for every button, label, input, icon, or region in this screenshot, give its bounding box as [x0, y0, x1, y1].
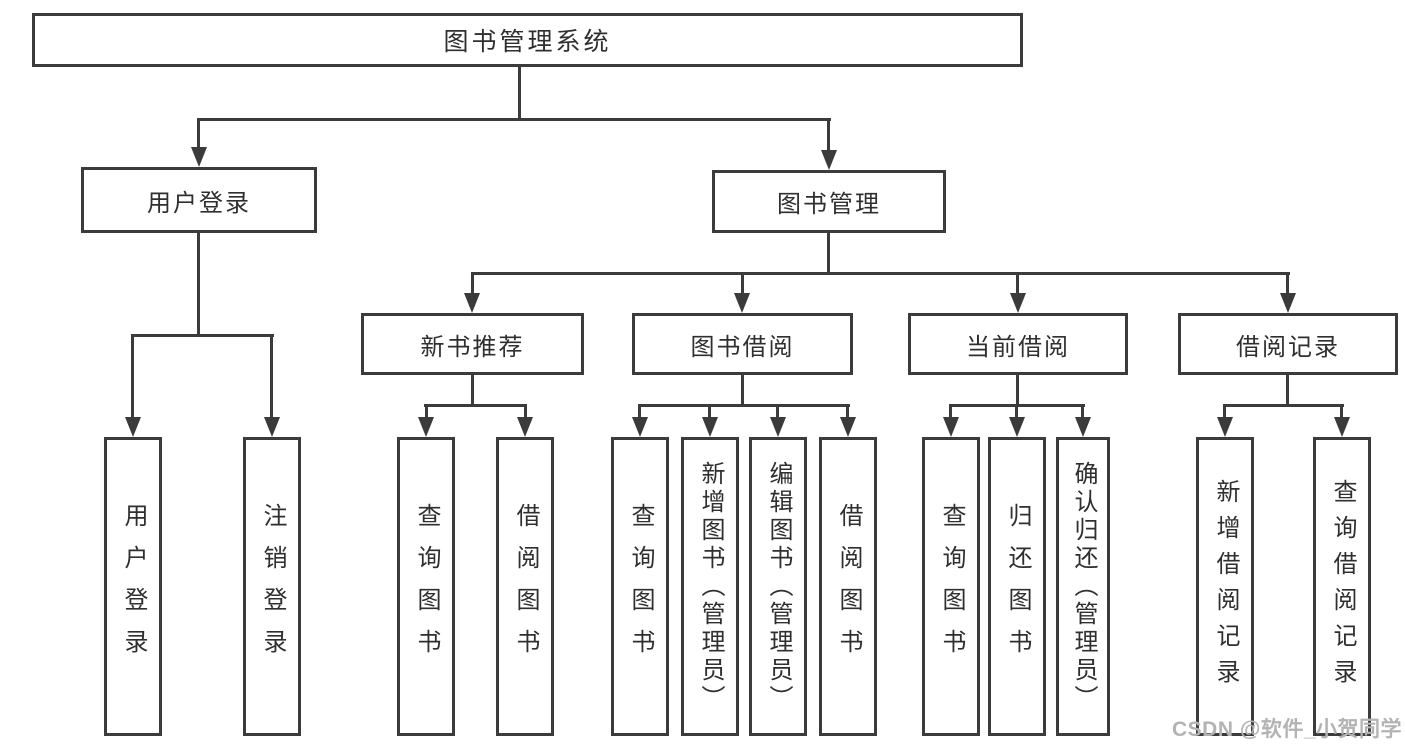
arrowhead-confirm-return-icon: [1075, 417, 1091, 437]
connector-book-borrow-branch: [638, 404, 850, 407]
leaf-borrow-books-borrowing-label: 借阅图书: [835, 502, 862, 671]
connector-shaft-add-book: [708, 404, 711, 417]
leaf-confirm-return-admin-label: 确认归还（管理员）: [1070, 460, 1097, 713]
arrowhead-book-mgmt-icon: [821, 150, 837, 170]
connector-shaft-query-record: [1340, 404, 1343, 417]
arrowhead-borrow-books-borrow-icon: [840, 417, 856, 437]
connector-shaft-user-login: [197, 118, 200, 147]
leaf-logout: 注销登录: [243, 437, 301, 736]
leaf-query-books-recommend-label: 查询图书: [413, 502, 440, 671]
arrowhead-query-books-rec-icon: [418, 417, 434, 437]
node-new-book-recommend-label: 新书推荐: [420, 333, 525, 361]
connector-current-borrow-stem: [1016, 375, 1019, 407]
leaf-query-books-recommend: 查询图书: [397, 437, 455, 736]
arrowhead-add-book-icon: [702, 417, 718, 437]
leaf-edit-book-admin-label: 编辑图书（管理员）: [765, 460, 792, 713]
leaf-borrow-books-borrowing: 借阅图书: [819, 437, 877, 736]
connector-borrow-records-branch: [1223, 404, 1344, 407]
connector-book-borrow-stem: [741, 375, 744, 407]
leaf-user-login-label: 用户登录: [120, 502, 147, 671]
node-current-borrowing: 当前借阅: [908, 313, 1128, 375]
leaf-add-book-admin: 新增图书（管理员）: [681, 437, 739, 736]
arrowhead-user-login-icon: [191, 147, 207, 167]
connector-shaft-new-book-rec: [471, 272, 474, 293]
connector-shaft-query-books-current: [949, 404, 952, 417]
leaf-confirm-return-admin: 确认归还（管理员）: [1056, 437, 1110, 736]
node-user-login-label: 用户登录: [147, 189, 251, 217]
node-current-borrowing-label: 当前借阅: [966, 333, 1070, 361]
connector-shaft-leaf-user-login: [131, 334, 134, 417]
connector-new-book-rec-branch: [424, 404, 527, 407]
arrowhead-borrow-books-rec-icon: [517, 417, 533, 437]
arrowhead-query-books-current-icon: [943, 417, 959, 437]
leaf-logout-label: 注销登录: [259, 502, 286, 671]
connector-shaft-query-books-borrow: [638, 404, 641, 417]
connector-shaft-borrow-records: [1286, 272, 1289, 293]
arrowhead-edit-book-icon: [770, 417, 786, 437]
connector-shaft-borrow-books-borrow: [846, 404, 849, 417]
leaf-query-books-borrowing: 查询图书: [611, 437, 669, 736]
leaf-borrow-books-recommend-label: 借阅图书: [512, 502, 539, 671]
arrowhead-query-books-borrow-icon: [632, 417, 648, 437]
leaf-return-book-label: 归还图书: [1004, 502, 1031, 671]
connector-borrow-records-stem: [1286, 375, 1289, 407]
connector-shaft-borrow-books-rec: [524, 404, 527, 417]
connector-shaft-leaf-logout: [270, 334, 273, 417]
connector-root-stem: [518, 67, 521, 119]
arrowhead-return-book-icon: [1009, 417, 1025, 437]
arrowhead-leaf-logout-icon: [264, 417, 280, 437]
node-root-label: 图书管理系统: [443, 28, 612, 56]
connector-user-login-branch: [131, 334, 274, 337]
node-root-library-system: 图书管理系统: [32, 13, 1023, 67]
connector-user-login-stem: [197, 233, 200, 335]
connector-shaft-edit-book: [776, 404, 779, 417]
leaf-user-login: 用户登录: [104, 437, 162, 736]
node-book-management: 图书管理: [712, 170, 946, 233]
arrowhead-current-borrow-icon: [1010, 293, 1026, 313]
leaf-borrow-books-recommend: 借阅图书: [496, 437, 554, 736]
leaf-query-borrow-record: 查询借阅记录: [1313, 437, 1371, 736]
leaf-add-borrow-record: 新增借阅记录: [1196, 437, 1254, 736]
node-book-borrowing: 图书借阅: [632, 313, 853, 375]
node-book-management-label: 图书管理: [777, 191, 881, 218]
leaf-return-book: 归还图书: [988, 437, 1046, 736]
connector-shaft-current-borrow: [1016, 272, 1019, 293]
connector-shaft-confirm-return: [1081, 404, 1084, 417]
leaf-query-books-current-label: 查询图书: [938, 502, 965, 671]
csdn-watermark: CSDN @软件_小贺同学: [1172, 718, 1402, 741]
connector-book-mgmt-branch: [471, 272, 1290, 275]
arrowhead-book-borrow-icon: [734, 293, 750, 313]
arrowhead-borrow-records-icon: [1280, 293, 1296, 313]
connector-shaft-book-mgmt: [827, 118, 830, 150]
leaf-edit-book-admin: 编辑图书（管理员）: [749, 437, 807, 736]
connector-root-branch: [197, 118, 831, 121]
connector-book-mgmt-stem: [827, 233, 830, 274]
connector-shaft-add-record: [1223, 404, 1226, 417]
connector-shaft-book-borrow: [741, 272, 744, 293]
connector-new-book-rec-stem: [471, 375, 474, 407]
node-book-borrowing-label: 图书借阅: [690, 333, 795, 361]
leaf-query-books-borrowing-label: 查询图书: [627, 502, 654, 671]
leaf-query-borrow-record-label: 查询借阅记录: [1329, 478, 1356, 695]
arrowhead-new-book-rec-icon: [464, 293, 480, 313]
leaf-add-borrow-record-label: 新增借阅记录: [1212, 478, 1239, 695]
leaf-query-books-current: 查询图书: [922, 437, 980, 736]
arrowhead-add-record-icon: [1217, 417, 1233, 437]
connector-shaft-query-books-rec: [425, 404, 428, 417]
node-user-login: 用户登录: [81, 167, 317, 233]
node-new-book-recommend: 新书推荐: [361, 313, 584, 375]
arrowhead-query-record-icon: [1334, 417, 1350, 437]
connector-shaft-return-book: [1015, 404, 1018, 417]
leaf-add-book-admin-label: 新增图书（管理员）: [697, 460, 724, 713]
node-borrow-records: 借阅记录: [1178, 313, 1398, 375]
node-borrow-records-label: 借阅记录: [1236, 333, 1340, 361]
arrowhead-leaf-user-login-icon: [125, 417, 141, 437]
